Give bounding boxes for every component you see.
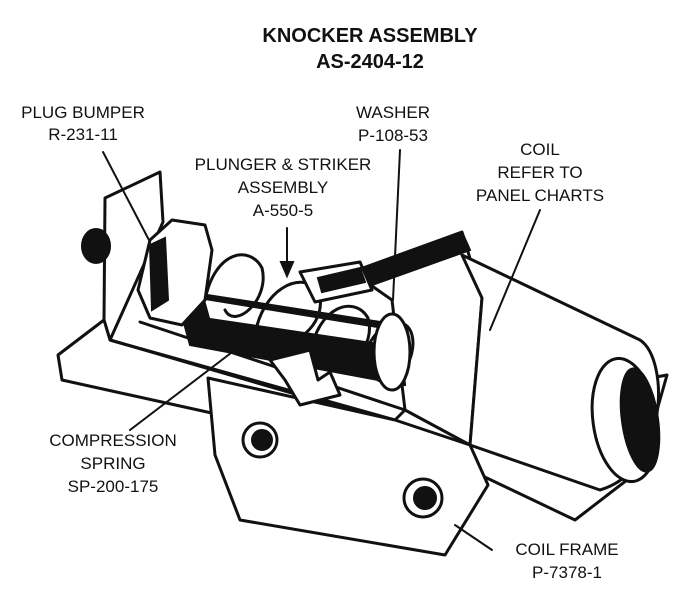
- title-line-1: KNOCKER ASSEMBLY: [262, 25, 478, 47]
- leader-plug-bumper: [102, 151, 151, 243]
- leader-coil: [489, 209, 541, 331]
- mounting-hole-left-inner: [251, 429, 273, 451]
- spring-part: SP-200-175: [68, 477, 159, 496]
- washer-part: P-108-53: [358, 126, 428, 145]
- callout-washer: WASHER P-108-53: [356, 103, 430, 145]
- leader-plunger-arrow: [279, 261, 295, 279]
- spring-line-1: COMPRESSION: [49, 431, 177, 450]
- leader-spring: [129, 339, 249, 431]
- plug-bumper-name: PLUG BUMPER: [21, 103, 145, 122]
- leader-washer: [392, 149, 401, 301]
- plunger-line-1: PLUNGER & STRIKER: [195, 155, 372, 174]
- title-line-2: AS-2404-12: [316, 51, 424, 73]
- frame-inner-rail: [108, 320, 407, 422]
- washer-name: WASHER: [356, 103, 430, 122]
- washer: [372, 312, 412, 392]
- coil-line-2: REFER TO: [497, 163, 582, 182]
- spring-line-2: SPRING: [80, 454, 145, 473]
- coil-frame-part: P-7378-1: [532, 563, 602, 582]
- coil-end-dark: [619, 367, 661, 473]
- coil-line-1: COIL: [520, 140, 560, 159]
- plunger-highlight: [205, 300, 392, 345]
- plug-bumper-shade: [148, 236, 170, 312]
- leader-coil-frame: [454, 524, 493, 551]
- plug-bumper-part: R-231-11: [48, 125, 118, 144]
- coil-line-3: PANEL CHARTS: [476, 186, 604, 205]
- plunger-part: A-550-5: [253, 201, 313, 220]
- striker-shade: [316, 266, 367, 294]
- callout-plug-bumper: PLUG BUMPER R-231-11: [21, 103, 145, 144]
- end-plate-rivet: [81, 228, 111, 264]
- assembly-illustration: [56, 170, 669, 557]
- callout-plunger-striker: PLUNGER & STRIKER ASSEMBLY A-550-5: [195, 155, 372, 220]
- coil-frame-name: COIL FRAME: [515, 540, 618, 559]
- callout-coil-frame: COIL FRAME P-7378-1: [515, 540, 618, 582]
- solder-lugs: [268, 348, 342, 407]
- mounting-hole-right-inner: [413, 486, 437, 510]
- plunger-line-2: ASSEMBLY: [238, 178, 328, 197]
- callout-compression-spring: COMPRESSION SPRING SP-200-175: [49, 431, 177, 496]
- frame-left-end-plate: [102, 170, 165, 342]
- callout-coil: COIL REFER TO PANEL CHARTS: [476, 140, 604, 205]
- leader-lines: [102, 149, 541, 551]
